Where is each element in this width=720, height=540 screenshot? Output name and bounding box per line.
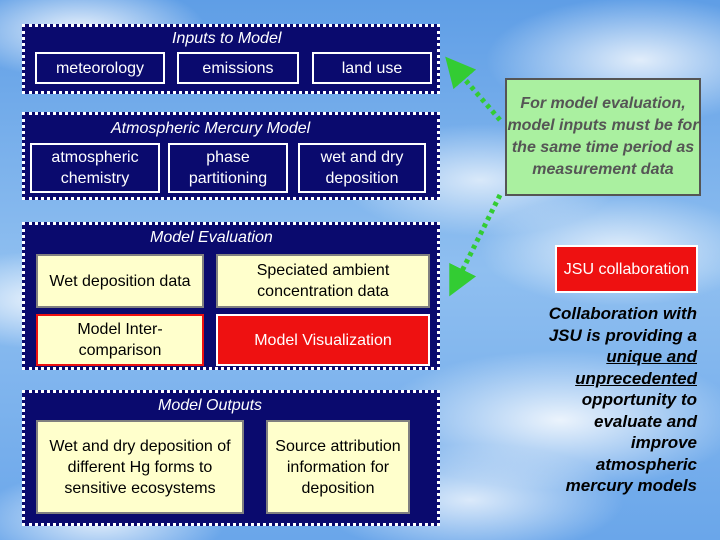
collab-text-part-1: Collaboration with JSU is providing a xyxy=(549,304,697,345)
jsu-collaboration-label: JSU collaboration xyxy=(555,245,698,293)
jsu-collaboration-text: Collaboration with JSU is providing a un… xyxy=(535,303,697,497)
collab-text-part-2: opportunity to evaluate and improve atmo… xyxy=(566,390,697,495)
arrow-to-evaluation xyxy=(456,195,500,283)
evaluation-note: For model evaluation, model inputs must … xyxy=(505,78,701,196)
arrow-to-inputs xyxy=(455,68,500,120)
collab-text-underlined: unique and unprecedented xyxy=(575,347,697,388)
